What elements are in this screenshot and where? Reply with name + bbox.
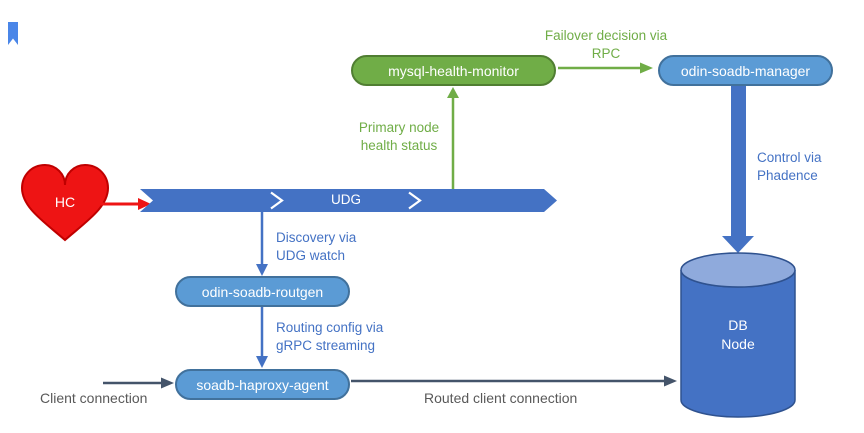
label-control-line1: Control via (757, 150, 822, 165)
edge-health-monitor-to-manager (558, 62, 653, 74)
node-odin-soadb-routgen: odin-soadb-routgen (175, 276, 350, 307)
udg-banner (140, 189, 557, 212)
node-odin-soadb-manager-label: odin-soadb-manager (680, 62, 811, 79)
heart-icon (20, 163, 110, 242)
label-primary-node-health-status: Primary node health status (350, 119, 448, 155)
edge-udg-to-health-monitor (447, 87, 459, 189)
edge-routgen-to-haproxy (256, 307, 268, 368)
label-failover-line1: Failover decision via (544, 28, 668, 43)
node-soadb-haproxy-agent: soadb-haproxy-agent (175, 369, 350, 400)
label-discovery-line1: Discovery via (276, 230, 357, 245)
label-failover-line2: RPC (591, 45, 621, 61)
edge-udg-to-routgen (256, 212, 268, 276)
node-mysql-health-monitor-label: mysql-health-monitor (388, 62, 519, 79)
label-control-line2: Phadence (757, 167, 818, 183)
label-client-connection: Client connection (40, 390, 148, 406)
edge-manager-to-db (722, 86, 754, 253)
db-cylinder (680, 252, 796, 418)
label-routing-line2: gRPC streaming (276, 337, 376, 353)
db-cylinder-top (680, 252, 796, 288)
heart-label: HC (54, 194, 76, 210)
label-failover-decision-via-rpc: Failover decision via RPC (524, 27, 688, 63)
udg-banner-label: UDG (331, 192, 361, 207)
db-node-label: DB Node (688, 316, 788, 354)
label-routing-line1: Routing config via (276, 320, 384, 335)
udg-banner-chevron-1 (270, 191, 284, 210)
label-routing-config-grpc: Routing config via gRPC streaming (276, 319, 383, 355)
node-mysql-health-monitor: mysql-health-monitor (351, 55, 556, 86)
node-odin-soadb-manager: odin-soadb-manager (658, 55, 833, 86)
udg-banner-chevron-2 (408, 191, 422, 210)
udg-banner-shape (140, 189, 557, 212)
node-odin-soadb-routgen-label: odin-soadb-routgen (201, 283, 324, 300)
label-primary-line2: health status (360, 137, 438, 153)
edge-heart-to-udg (101, 198, 151, 210)
bookmark-icon (8, 22, 18, 45)
label-control-via-phadence: Control via Phadence (757, 149, 822, 185)
node-soadb-haproxy-agent-label: soadb-haproxy-agent (196, 376, 329, 393)
label-routed-client-connection: Routed client connection (424, 390, 578, 406)
db-node-label-line2: Node (721, 335, 755, 352)
label-discovery-line2: UDG watch (276, 247, 346, 263)
edge-client-to-haproxy (103, 377, 174, 389)
label-discovery-via-udg-watch: Discovery via UDG watch (276, 229, 356, 265)
db-node-label-line1: DB (728, 317, 748, 333)
edge-haproxy-to-db (351, 375, 677, 387)
label-primary-line1: Primary node (358, 120, 440, 135)
